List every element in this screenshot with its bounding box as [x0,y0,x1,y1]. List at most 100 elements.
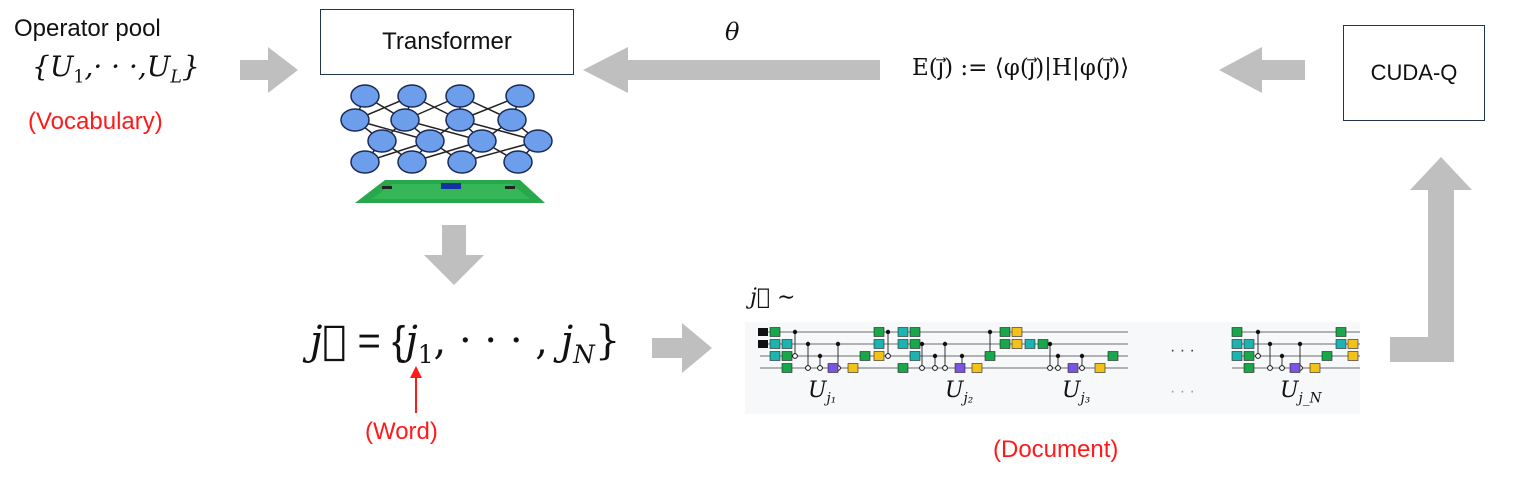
circuit-label-1: Uj₁ [808,378,836,406]
circuit-control-dot [987,329,993,335]
nn-node [447,150,477,174]
circuit-gate [1243,339,1255,349]
circuit-control-dot [885,329,891,335]
circuit-control-target [1255,353,1261,359]
cudaq-label: CUDA-Q [1370,60,1458,85]
nn-node [445,84,475,108]
circuit-gate [1011,327,1023,337]
set-close: } [181,50,200,83]
document-label: (Document) [993,436,1119,463]
circuit-gate [1309,363,1321,373]
arrow-pool-to-transformer [240,47,298,93]
circuit-dots-lower: · · · [1170,383,1195,400]
nn-node [523,129,553,153]
nn-node [350,84,380,108]
circuit-control-dot [792,329,798,335]
circuit-label-3: Uj₃ [1062,378,1090,406]
u2-base: U [945,378,964,403]
circuit-gate [758,328,768,336]
circuit-control-dot [942,341,948,347]
circuit-control-dot [1279,353,1285,359]
word-dots: , · · · , [433,318,561,364]
circuit-gate [1024,339,1036,349]
nn-node [415,129,445,153]
word-label: (Word) [365,418,438,445]
circuit-gate [897,327,909,337]
circuit-gate [999,327,1011,337]
energy-formula: E(j⃗) := ⟨φ(j⃗)|H|φ(j⃗)⟩ [912,55,1130,81]
chip-graphic [355,180,545,203]
u1-base: U [808,378,827,403]
circuit-control-target [1279,365,1285,371]
nn-node [367,129,397,153]
circuit-control-target [919,365,925,371]
circuit-gate [781,339,793,349]
word-eq: = { [346,319,406,363]
nn-node [467,129,497,153]
circuit-gate [1037,339,1049,349]
circuit-dots-upper: · · · [1170,342,1195,359]
word-jN-sub: N [573,340,595,369]
neural-network-graphic [340,84,553,174]
set-open: {U [32,50,74,83]
circuit-control-dot [1047,341,1053,347]
nn-node [340,108,370,132]
circuit-control-dot [919,341,925,347]
circuit-gate [909,351,921,361]
circuit-gate [1231,351,1243,361]
circuit-control-dot [959,353,965,359]
u4-base: U [1280,378,1299,403]
nn-node [497,108,527,132]
circuit-control-target [1047,365,1053,371]
set-mid: ,· · ·,U [84,50,171,83]
nn-node [350,150,380,174]
transformer-box: Transformer [320,9,574,75]
circuit-gate [769,327,781,337]
set-sub1: 1 [73,67,85,88]
circuit-control-target [885,353,891,359]
circuit-gate [873,339,885,349]
circuit-gate [954,363,966,373]
circuit-gate [1321,351,1333,361]
circuit-gate [873,327,885,337]
quantum-circuit [758,327,1360,373]
nn-node [445,108,475,132]
circuit-control-target [817,365,823,371]
cudaq-box: CUDA-Q [1343,25,1485,121]
circuit-gate [1231,339,1243,349]
operator-set: {U1,· · ·,UL} [32,50,200,88]
circuit-gate [1243,363,1255,373]
circuit-gate [758,340,768,348]
circuit-gate [1347,339,1359,349]
circuit-control-dot [1297,341,1303,347]
circuit-control-dot [1055,353,1061,359]
circuit-gate [873,351,885,361]
u3-sub: j₃ [1080,390,1091,407]
circuit-gate [1094,363,1106,373]
circuit-gate [897,339,909,349]
circuit-gate [999,339,1011,349]
circuit-control-target [1055,365,1061,371]
circuit-gate [1347,351,1359,361]
circuit-control-target [932,365,938,371]
circuit-gate [1289,363,1301,373]
circuit-gate [781,363,793,373]
circuit-gate [909,327,921,337]
circuit-gate [1107,351,1119,361]
circuit-prefix: j⃗ ∼ [750,285,796,310]
circuit-control-dot [835,341,841,347]
circuit-control-dot [805,341,811,347]
nn-node [505,84,535,108]
set-subL: L [170,67,182,88]
word-jN: j [560,318,574,364]
circuit-label-2: Uj₂ [945,378,973,406]
u2-sub: j₂ [963,390,974,407]
theta-symbol: θ [725,18,740,46]
u3-base: U [1062,378,1081,403]
circuit-control-target [805,365,811,371]
circuit-gate [847,363,859,373]
circuit-gate [1335,339,1347,349]
